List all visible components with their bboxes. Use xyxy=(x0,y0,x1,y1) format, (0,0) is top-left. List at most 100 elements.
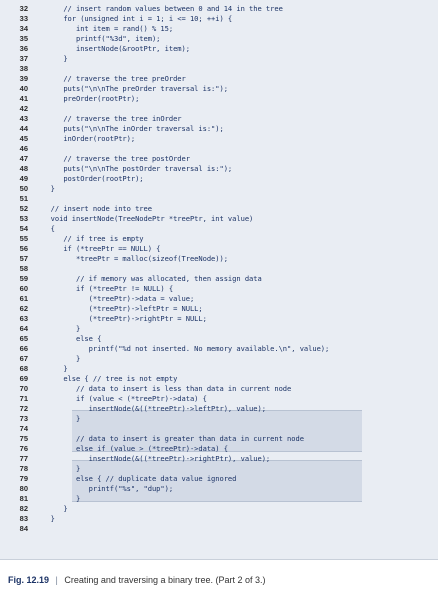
code-line: 63 (*treePtr)->rightPtr = NULL; xyxy=(0,314,438,324)
code-text: printf("%d not inserted. No memory avail… xyxy=(38,344,330,353)
line-number: 64 xyxy=(19,324,28,333)
line-number: 32 xyxy=(19,4,28,13)
line-number: 55 xyxy=(19,234,28,243)
code-line: 40 puts("\n\nThe preOrder traversal is:"… xyxy=(0,84,438,94)
line-number: 74 xyxy=(19,424,28,433)
line-number: 80 xyxy=(19,484,28,493)
code-text: // traverse the tree inOrder xyxy=(38,114,182,123)
line-number: 34 xyxy=(19,24,28,33)
code-line: 52 // insert node into tree xyxy=(0,204,438,214)
code-text: // if memory was allocated, then assign … xyxy=(38,274,262,283)
code-text: else { xyxy=(38,334,102,343)
code-line: 72 insertNode(&((*treePtr)->leftPtr), va… xyxy=(0,404,438,414)
code-line: 34 int item = rand() % 15; xyxy=(0,24,438,34)
line-number: 83 xyxy=(19,514,28,523)
line-number: 70 xyxy=(19,384,28,393)
line-number: 58 xyxy=(19,264,28,273)
code-line: 58 xyxy=(0,264,438,274)
line-number: 59 xyxy=(19,274,28,283)
code-line: 54 { xyxy=(0,224,438,234)
code-text: } xyxy=(38,354,81,363)
code-text: insertNode(&rootPtr, item); xyxy=(38,44,190,53)
code-text: *treePtr = malloc(sizeof(TreeNode)); xyxy=(38,254,228,263)
code-text: // data to insert is greater than data i… xyxy=(38,434,304,443)
code-line: 80 printf("%s", "dup"); xyxy=(0,484,438,494)
line-number: 38 xyxy=(19,64,28,73)
line-number: 42 xyxy=(19,104,28,113)
line-number: 63 xyxy=(19,314,28,323)
code-line: 57 *treePtr = malloc(sizeof(TreeNode)); xyxy=(0,254,438,264)
line-number: 62 xyxy=(19,304,28,313)
code-line: 44 puts("\n\nThe inOrder traversal is:")… xyxy=(0,124,438,134)
code-text: inOrder(rootPtr); xyxy=(38,134,136,143)
code-line: 53 void insertNode(TreeNodePtr *treePtr,… xyxy=(0,214,438,224)
code-line: 36 insertNode(&rootPtr, item); xyxy=(0,44,438,54)
code-text: else if (value > (*treePtr)->data) { xyxy=(38,444,228,453)
line-number: 51 xyxy=(19,194,28,203)
code-text: (*treePtr)->leftPtr = NULL; xyxy=(38,304,203,313)
line-number: 41 xyxy=(19,94,28,103)
code-text: } xyxy=(38,364,68,373)
code-text: for (unsigned int i = 1; i <= 10; ++i) { xyxy=(38,14,233,23)
code-text: void insertNode(TreeNodePtr *treePtr, in… xyxy=(38,214,254,223)
code-text: // insert node into tree xyxy=(38,204,152,213)
line-number: 72 xyxy=(19,404,28,413)
code-line: 61 (*treePtr)->data = value; xyxy=(0,294,438,304)
line-number: 79 xyxy=(19,474,28,483)
code-line: 39 // traverse the tree preOrder xyxy=(0,74,438,84)
line-number: 84 xyxy=(19,524,28,533)
code-text: (*treePtr)->data = value; xyxy=(38,294,195,303)
code-line: 83 } xyxy=(0,514,438,524)
code-line: 50 } xyxy=(0,184,438,194)
code-text: insertNode(&((*treePtr)->rightPtr), valu… xyxy=(38,454,271,463)
figure-number: Fig. 12.19 xyxy=(8,575,50,585)
code-line: 68 } xyxy=(0,364,438,374)
code-text: puts("\n\nThe postOrder traversal is:"); xyxy=(38,164,233,173)
code-line: 59 // if memory was allocated, then assi… xyxy=(0,274,438,284)
line-number: 52 xyxy=(19,204,28,213)
line-number: 61 xyxy=(19,294,28,303)
code-line: 32 // insert random values between 0 and… xyxy=(0,4,438,14)
code-line: 67 } xyxy=(0,354,438,364)
line-number: 35 xyxy=(19,34,28,43)
line-number: 47 xyxy=(19,154,28,163)
figure-description: Creating and traversing a binary tree. (… xyxy=(64,575,266,585)
code-text: } xyxy=(38,324,81,333)
code-line: 45 inOrder(rootPtr); xyxy=(0,134,438,144)
highlight-block-greater xyxy=(72,460,362,502)
code-text: else { // tree is not empty xyxy=(38,374,178,383)
code-line: 66 printf("%d not inserted. No memory av… xyxy=(0,344,438,354)
code-line: 73 } xyxy=(0,414,438,424)
line-number: 65 xyxy=(19,334,28,343)
code-line: 35 printf("%3d", item); xyxy=(0,34,438,44)
code-line: 37 } xyxy=(0,54,438,64)
code-line: 56 if (*treePtr == NULL) { xyxy=(0,244,438,254)
line-number: 39 xyxy=(19,74,28,83)
code-line: 60 if (*treePtr != NULL) { xyxy=(0,284,438,294)
code-line: 51 xyxy=(0,194,438,204)
code-text: (*treePtr)->rightPtr = NULL; xyxy=(38,314,207,323)
code-text: // data to insert is less than data in c… xyxy=(38,384,292,393)
code-text: } xyxy=(38,504,68,513)
line-number: 43 xyxy=(19,114,28,123)
code-text: if (*treePtr == NULL) { xyxy=(38,244,161,253)
line-number: 57 xyxy=(19,254,28,263)
highlight-block-less xyxy=(72,410,362,452)
code-text: } xyxy=(38,54,68,63)
code-text: insertNode(&((*treePtr)->leftPtr), value… xyxy=(38,404,266,413)
line-number: 81 xyxy=(19,494,28,503)
code-line: 48 puts("\n\nThe postOrder traversal is:… xyxy=(0,164,438,174)
code-text: puts("\n\nThe inOrder traversal is:"); xyxy=(38,124,224,133)
code-line: 42 xyxy=(0,104,438,114)
code-text: postOrder(rootPtr); xyxy=(38,174,144,183)
line-number: 36 xyxy=(19,44,28,53)
code-text: // if tree is empty xyxy=(38,234,144,243)
code-line: 77 insertNode(&((*treePtr)->rightPtr), v… xyxy=(0,454,438,464)
line-number: 77 xyxy=(19,454,28,463)
code-text: printf("%3d", item); xyxy=(38,34,161,43)
code-line: 62 (*treePtr)->leftPtr = NULL; xyxy=(0,304,438,314)
code-line: 47 // traverse the tree postOrder xyxy=(0,154,438,164)
code-line: 65 else { xyxy=(0,334,438,344)
code-text: if (*treePtr != NULL) { xyxy=(38,284,174,293)
line-number: 50 xyxy=(19,184,28,193)
